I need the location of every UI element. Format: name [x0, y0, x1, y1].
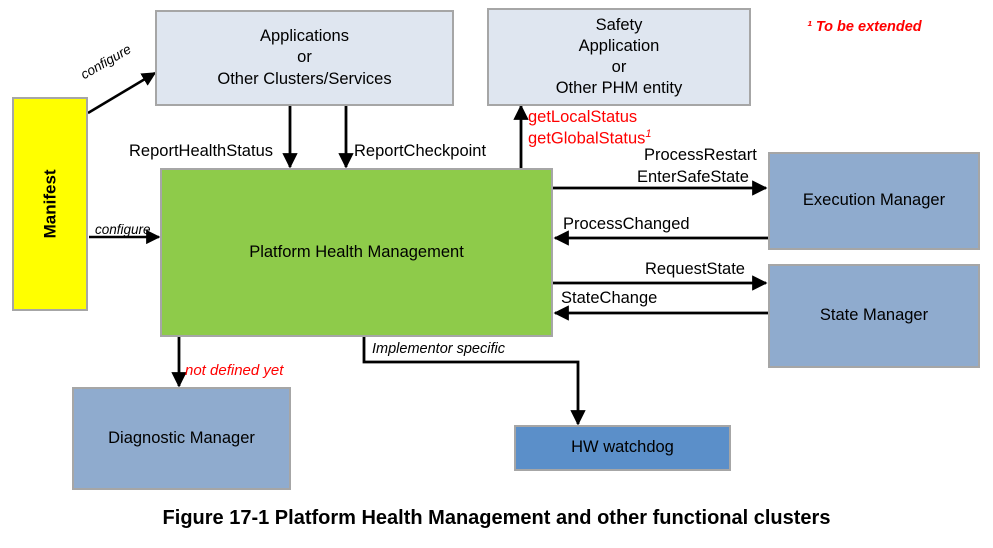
- node-phm-label: Platform Health Management: [249, 242, 464, 261]
- applications-line-2: or: [297, 48, 312, 67]
- node-hw-watchdog[interactable]: HW watchdog: [514, 425, 731, 471]
- node-state-manager[interactable]: State Manager: [768, 264, 980, 368]
- edge-label-implementor-specific: Implementor specific: [372, 341, 505, 357]
- safety-line-3: or: [611, 58, 627, 76]
- footnote-to-be-extended: ¹ To be extended: [807, 19, 922, 35]
- node-manifest-label: Manifest: [40, 169, 60, 239]
- node-applications[interactable]: Applications or Other Clusters/Services: [155, 10, 454, 106]
- edge-label-manifest-to-phm: configure: [95, 222, 151, 237]
- edge-label-get-local-status: getLocalStatus: [528, 108, 638, 126]
- get-global-status-superscript: 1: [645, 128, 652, 140]
- node-diagnostic-manager[interactable]: Diagnostic Manager: [72, 387, 291, 490]
- edge-label-not-defined-yet: not defined yet: [185, 362, 284, 379]
- edge-label-process-restart: ProcessRestart: [644, 146, 757, 164]
- edge-label-state-change: StateChange: [561, 289, 658, 307]
- edge-label-report-health-status: ReportHealthStatus: [129, 142, 273, 160]
- node-diagnostic-manager-label: Diagnostic Manager: [108, 428, 255, 447]
- node-execution-manager[interactable]: Execution Manager: [768, 152, 980, 250]
- edge-label-request-state: RequestState: [645, 260, 745, 278]
- node-safety-application[interactable]: Safety Application or Other PHM entity: [487, 8, 751, 106]
- applications-line-3: Other Clusters/Services: [217, 69, 392, 88]
- figure-caption: Figure 17-1 Platform Health Management a…: [162, 507, 831, 529]
- safety-line-2: Application: [578, 36, 660, 55]
- edge-label-process-changed: ProcessChanged: [563, 215, 690, 233]
- node-state-manager-label: State Manager: [819, 306, 929, 325]
- safety-line-1: Safety: [595, 15, 643, 34]
- node-hw-watchdog-label: HW watchdog: [571, 438, 674, 457]
- edge-label-enter-safe-state: EnterSafeState: [637, 168, 749, 186]
- edge-label-report-checkpoint: ReportCheckpoint: [354, 142, 487, 160]
- node-manifest[interactable]: Manifest: [12, 97, 88, 311]
- get-global-status-text: getGlobalStatus: [528, 129, 646, 148]
- node-safety-application-label: Safety Application or Other PHM entity: [556, 15, 683, 99]
- safety-line-4: Other PHM entity: [555, 79, 683, 98]
- node-execution-manager-label: Execution Manager: [802, 191, 946, 210]
- applications-line-1: Applications: [260, 27, 349, 46]
- arrow-manifest-to-applications: [87, 71, 157, 115]
- node-applications-label: Applications or Other Clusters/Services: [217, 26, 391, 89]
- node-platform-health-management[interactable]: Platform Health Management: [160, 168, 553, 337]
- edge-label-manifest-to-applications: configure: [78, 41, 134, 83]
- edge-label-get-global-status: getGlobalStatus1: [528, 128, 652, 149]
